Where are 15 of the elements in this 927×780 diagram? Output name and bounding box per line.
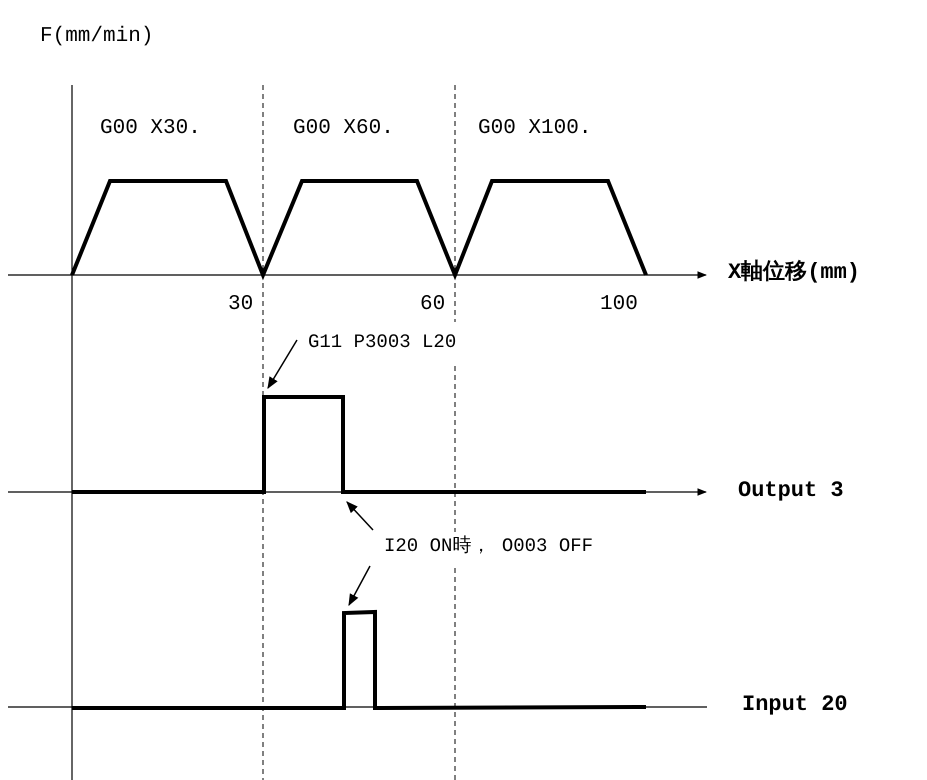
command-text: G00 X100. [478,116,592,142]
callout-text: I20 ON時， O003 OFF [384,534,594,559]
axis-label: X軸位移(mm) [728,258,860,287]
signal-name: Input 20 [742,691,848,719]
tick-label: 60 [420,292,446,318]
leader-arrow [348,566,371,606]
callout-text: G11 P3003 L20 [308,330,456,355]
command-text: G00 X30. [100,116,201,142]
signal-name: Output 3 [738,477,844,505]
tick-label: 100 [600,292,638,318]
leader-arrow [267,340,298,390]
command-text: G00 X60. [293,116,394,142]
tick-label: 30 [228,292,254,318]
leader-arrow [346,501,374,531]
axis-label: F(mm/min) [40,24,154,50]
